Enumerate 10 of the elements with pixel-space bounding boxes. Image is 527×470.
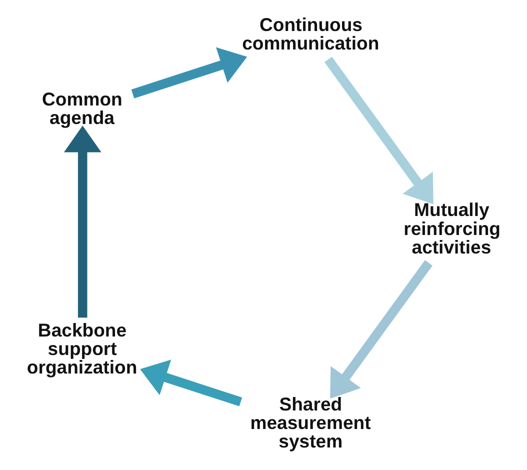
- arrow: [324, 56, 433, 204]
- arrow: [140, 360, 242, 406]
- node-text: Common agenda: [42, 88, 122, 128]
- arrow: [63, 126, 101, 318]
- node-text: Mutually reinforcing activities: [403, 199, 500, 258]
- arrow: [130, 47, 247, 98]
- arrow: [330, 260, 432, 399]
- node-text: Shared measurement system: [250, 394, 370, 452]
- node-text: Backbone support organization: [26, 319, 137, 378]
- node-text: Continuous communication: [242, 14, 379, 54]
